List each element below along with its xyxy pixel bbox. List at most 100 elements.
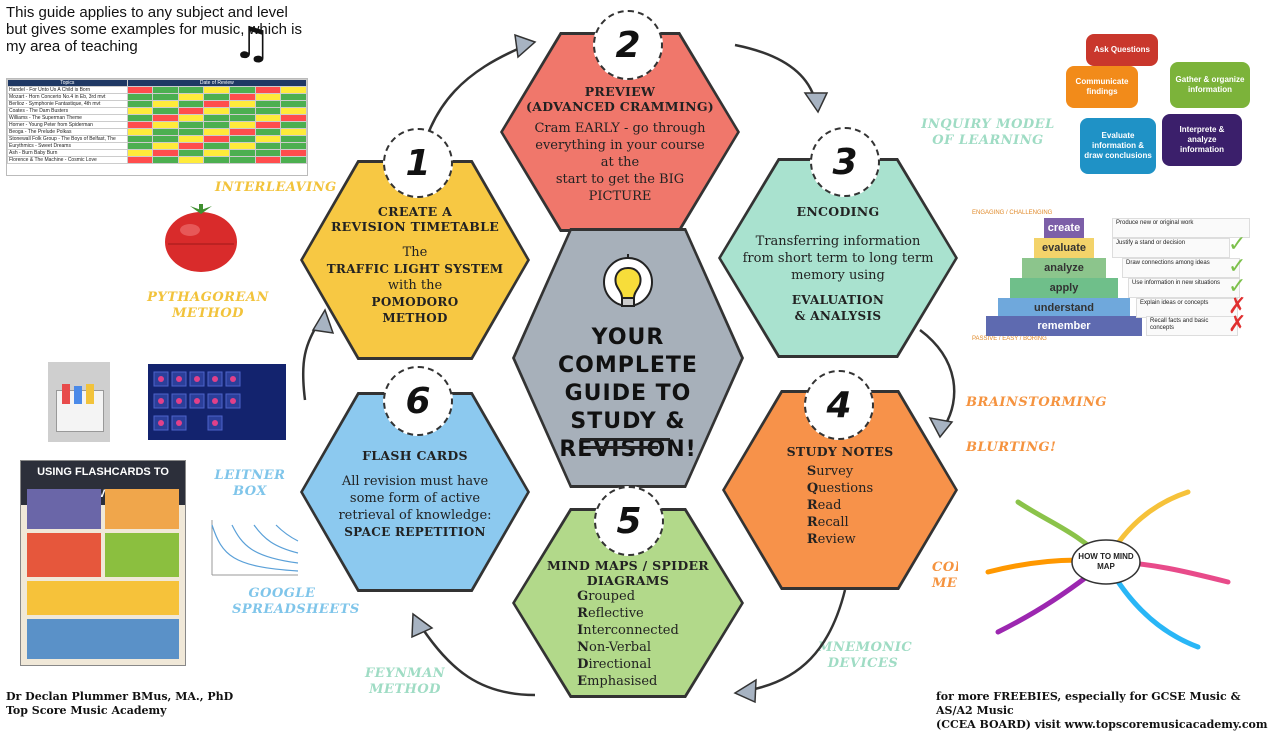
step-5-acronym-item: Emphasised (577, 673, 679, 690)
step-6-body-line3: retrieval of knowledge: (338, 508, 492, 523)
timetable-cell (177, 135, 205, 143)
step-4-acronym-initial: R (806, 498, 818, 513)
step-5-number: 5 (594, 486, 664, 556)
timetable-cell (126, 121, 154, 129)
step-5-acronym-rest: irectional (588, 657, 652, 672)
timetable-cell (203, 135, 230, 143)
pyramid-level-create: create (1044, 218, 1084, 238)
timetable-cell (126, 100, 154, 108)
academy-name: Top Score Music Academy (6, 704, 167, 717)
arrowhead-3 (803, 92, 829, 114)
inquiry-label-line2: OF LEARNING (932, 133, 1044, 148)
step-6-number: 6 (383, 366, 453, 436)
timetable-topic: Berlioz - Symphonie Fantastique, 4th mvt (7, 100, 128, 108)
step-1-title-line1: CREATE A (377, 204, 453, 219)
step-1-title-line2: REVISION TIMETABLE (330, 219, 500, 234)
step-5-acronym-rest: eflective (587, 606, 644, 621)
step-6-body-line2: some form of active (349, 491, 481, 506)
step-4-acronym-rest: ead (817, 498, 842, 513)
timetable-cell (203, 142, 230, 150)
step-4-acronym-rest: ecall (817, 515, 849, 530)
flashcard-grid-image (148, 364, 286, 440)
timetable-topic: Ash - Burn Baby Burn (7, 149, 128, 157)
timetable-cell (177, 107, 205, 115)
step-2-number: 2 (593, 10, 663, 80)
timetable-cell (203, 149, 230, 157)
step-4-acronym-item: Read (807, 497, 873, 514)
mind-map-graphic (985, 489, 1231, 650)
timetable-cell (280, 121, 307, 129)
step-4-number: 4 (804, 370, 874, 440)
step-4-acronym-initial: Q (806, 481, 819, 496)
step-1-body-line1: The (402, 245, 428, 260)
timetable-cell (203, 86, 230, 94)
google-label-line1: GOOGLE (248, 586, 316, 601)
step-5-acronym-item: Grouped (577, 588, 679, 605)
pyramid-level-analyze: analyze (1022, 258, 1106, 278)
timetable-row: Williams - The Superman Theme (7, 114, 307, 122)
step-1-strong-line3: METHOD (382, 311, 448, 325)
mind-map-center-text: HOW TO MIND MAP (1078, 552, 1134, 571)
step-5-acronym-item: Non-Verbal (577, 639, 679, 656)
freebies-line2: (CCEA BOARD) visit www.topscoremusicacad… (936, 718, 1268, 731)
timetable-cell (228, 128, 256, 136)
timetable-cell (126, 93, 154, 101)
step-4-acronym-rest: eview (817, 532, 856, 547)
step-3-strong-line2: & ANALYSIS (794, 309, 882, 323)
blurting-label: BLURTING! (966, 440, 1057, 455)
timetable-cell (152, 142, 179, 150)
timetable-cell (280, 93, 307, 101)
inquiry-ask-questions: Ask Questions (1086, 34, 1158, 66)
step-5-acronym-rest: rouped (588, 589, 636, 604)
step-1-strong-line2: POMODORO (371, 295, 459, 309)
step-4-acronym-initial: R (806, 515, 818, 530)
timetable-topic: Mozart - Horn Concerto No.4 in Eb, 3rd m… (7, 93, 128, 101)
step-6-body-line1: All revision must have (341, 474, 489, 489)
timetable-cell (126, 156, 154, 164)
timetable-cell (280, 107, 307, 115)
step-2-body-line4: start to get the BIG (555, 172, 685, 187)
inquiry-label-line1: INQUIRY MODEL (921, 117, 1055, 132)
timetable-topic: Horner - Young Peter from Spiderman (7, 121, 128, 129)
timetable-cell (228, 100, 256, 108)
step-4-acronym-rest: urvey (816, 464, 854, 479)
pyramid-desc-remember: Recall facts and basic concepts (1146, 316, 1238, 336)
timetable-cell (152, 149, 179, 157)
step-5-acronym-initial: E (577, 674, 588, 689)
timetable-cell (228, 86, 256, 94)
inquiry-communicate: Communicate findings (1066, 66, 1138, 108)
step-3-title: ENCODING (796, 204, 880, 219)
inquiry-interpret: Interprete & analyze information (1162, 114, 1242, 166)
step-4-acronym-rest: uestions (818, 481, 874, 496)
timetable-cell (280, 135, 307, 143)
timetable-cell (254, 121, 282, 129)
step-1-number: 1 (383, 128, 453, 198)
timetable-topic: Coates - The Dam Busters (7, 107, 128, 115)
pyramid-desc-analyze: Draw connections among ideas (1122, 258, 1240, 278)
timetable-cell (280, 142, 307, 150)
step-5-acronym-item: Interconnected (577, 622, 679, 639)
forgetting-curve-graph (211, 520, 299, 576)
timetable-row: Handel - For Unto Us A Child is Born (7, 86, 307, 94)
step-2-title-line2: (ADVANCED CRAMMING) (525, 99, 715, 114)
timetable-cell (254, 93, 282, 101)
cross-icon-remember: ✗ (1228, 312, 1247, 337)
timetable-cell (152, 107, 179, 115)
mnemonic-label-line2: DEVICES (827, 656, 899, 671)
step-2-title-line1: PREVIEW (584, 84, 656, 99)
step-4-acronym-item: Review (807, 531, 873, 548)
timetable-row: Stonewall Folk Group - The Boys of Belfa… (7, 135, 307, 143)
timetable-cell (177, 156, 205, 164)
timetable-cell (203, 100, 230, 108)
timetable-cell (280, 114, 307, 122)
timetable-cell (203, 114, 230, 122)
step-5-acronym-initial: G (577, 589, 589, 604)
timetable-cell (280, 100, 307, 108)
center-hexagon: YOUR COMPLETE GUIDE TO STUDY & REVISION! (512, 228, 744, 488)
music-note-icon: ♫ (232, 18, 272, 69)
leitner-box-label: LEITNER BOX (214, 468, 286, 499)
